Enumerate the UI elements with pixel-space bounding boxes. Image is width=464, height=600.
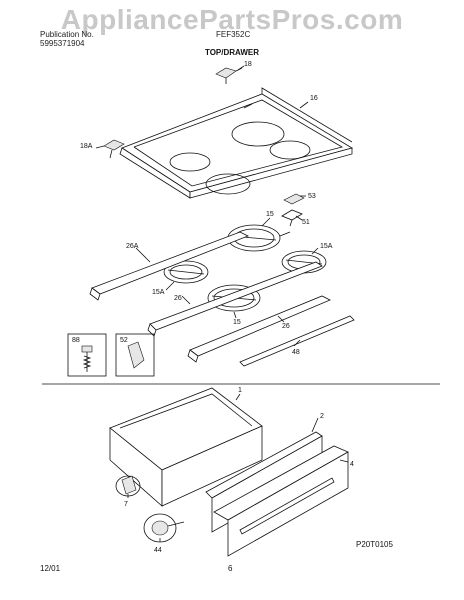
publication-number: 5995371904 — [40, 39, 85, 48]
section-title: TOP/DRAWER — [204, 48, 260, 57]
footer-date: 12/01 — [40, 564, 61, 573]
callout-4: 4 — [350, 461, 354, 468]
callout-51: 51 — [302, 219, 310, 226]
callout-26-lower: 26 — [282, 323, 290, 330]
callout-15-upper: 15 — [266, 211, 274, 218]
footer-page: 6 — [228, 564, 233, 573]
part-51-bracket — [281, 209, 303, 227]
callout-18: 18 — [244, 61, 252, 68]
callout-15a-left: 15A — [152, 289, 165, 296]
callout-15-lower: 15 — [233, 319, 241, 326]
part-26a-rail — [89, 231, 249, 301]
callout-26a: 26A — [126, 243, 139, 250]
watermark: AppliancePartsPros.com — [60, 4, 404, 35]
callout-2: 2 — [320, 413, 324, 420]
callout-48: 48 — [292, 349, 300, 356]
publication-label: Publication No. — [40, 30, 94, 39]
callout-15a-right: 15A — [320, 243, 333, 250]
part-26-rail-lower — [187, 295, 331, 363]
part-15a-element-left — [163, 260, 209, 284]
callout-44: 44 — [154, 547, 162, 554]
part-4-drawer-front — [213, 445, 349, 557]
part-1-drawer — [109, 387, 263, 507]
part-52-clip-inset — [115, 333, 155, 377]
part-48-strip — [239, 315, 355, 367]
part-88-screw-inset — [67, 333, 107, 377]
callout-7: 7 — [124, 501, 128, 508]
footer-figure-code: P20T0105 — [356, 540, 393, 549]
part-18a-bracket — [103, 139, 125, 159]
callout-88: 88 — [72, 337, 80, 344]
part-44-roller — [143, 513, 185, 543]
model-number: FEF352C — [216, 30, 251, 39]
callout-18a: 18A — [80, 143, 93, 150]
callout-16: 16 — [310, 95, 318, 102]
part-16-cooktop — [119, 87, 354, 199]
part-53-clip — [283, 193, 305, 205]
callout-53: 53 — [308, 193, 316, 200]
part-7-glide — [115, 475, 141, 497]
callout-26-middle: 26 — [174, 295, 182, 302]
callout-52: 52 — [120, 337, 128, 344]
callout-1: 1 — [238, 387, 242, 394]
